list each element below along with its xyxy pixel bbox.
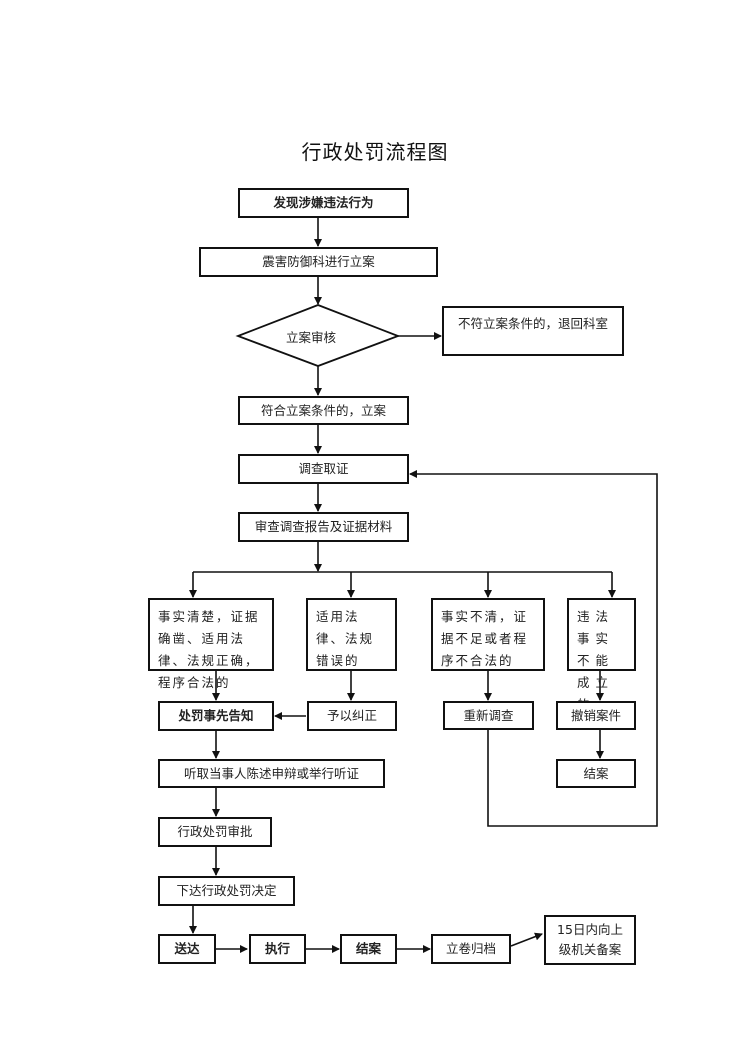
- node-review-label: 立案审核: [286, 330, 337, 345]
- node-revoke: 撤销案件: [556, 701, 636, 730]
- node-branch-not-established: 违法事实不能成立的: [567, 598, 636, 712]
- node-archive: 立卷归档: [431, 934, 511, 964]
- node-issue-decision: 下达行政处罚决定: [158, 876, 295, 906]
- node-reject: 不符立案条件的，退回科室: [442, 306, 624, 356]
- loop-reinvestigate-investigate: [409, 470, 658, 827]
- node-investigate: 调查取证: [238, 454, 409, 484]
- node-hearing: 听取当事人陈述申辩或举行听证: [158, 759, 385, 788]
- node-branch-law-error: 适用法律、法规错误的: [306, 598, 397, 671]
- node-accept: 符合立案条件的，立案: [238, 396, 409, 425]
- diagram-title: 行政处罚流程图: [301, 140, 449, 164]
- node-close-case: 结案: [340, 934, 397, 964]
- node-prior-notice: 处罚事先告知: [158, 701, 274, 731]
- node-reinvestigate: 重新调查: [443, 701, 534, 730]
- node-execute: 执行: [249, 934, 306, 964]
- node-register-dept: 震害防御科进行立案: [199, 247, 438, 277]
- node-close-revoked: 结案: [556, 759, 636, 788]
- node-branch-clear: 事实清楚，证据确凿、适用法律、法规正确，程序合法的: [148, 598, 274, 690]
- node-approval: 行政处罚审批: [158, 817, 272, 847]
- arrow-archive-record: [510, 932, 543, 947]
- node-discover: 发现涉嫌违法行为: [238, 188, 409, 218]
- node-file-record: 15日内向上级机关备案: [544, 915, 636, 965]
- node-examine: 审查调查报告及证据材料: [238, 512, 409, 542]
- node-deliver: 送达: [158, 934, 216, 964]
- node-correct: 予以纠正: [307, 701, 397, 731]
- node-branch-unclear: 事实不清，证据不足或者程序不合法的: [431, 598, 545, 671]
